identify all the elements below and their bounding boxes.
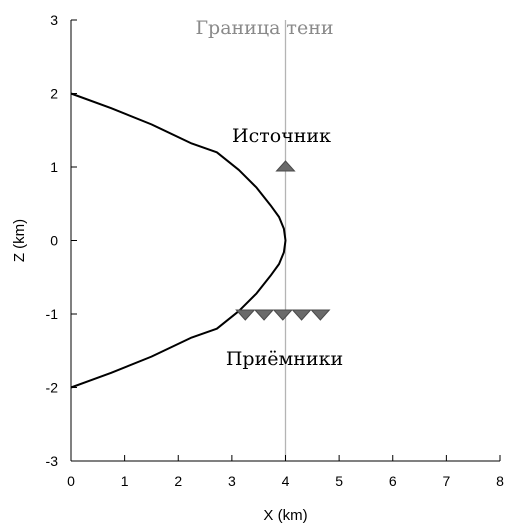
receiver-marker <box>235 309 256 321</box>
axes: 0 1 2 3 4 5 6 7 8 -3 -2 -1 0 1 2 3 <box>46 12 505 489</box>
receivers-group <box>235 309 331 321</box>
y-tick-label: -2 <box>46 380 59 396</box>
receiver-marker <box>291 309 312 321</box>
x-tick-label: 3 <box>228 473 236 489</box>
boundary-curve <box>70 92 287 389</box>
source-label: Источник <box>232 125 331 147</box>
receiver-marker <box>272 309 293 321</box>
x-tick-label: 1 <box>121 473 129 489</box>
x-tick-label: 2 <box>174 473 182 489</box>
y-axis-title: Z (km) <box>11 219 28 262</box>
y-tick-label: 1 <box>50 159 58 175</box>
x-axis-title: X (km) <box>263 507 307 524</box>
plot-area <box>70 20 331 461</box>
x-tick-label: 8 <box>496 473 504 489</box>
receivers-label: Приёмники <box>226 348 343 370</box>
receiver-marker <box>310 309 331 321</box>
x-tick-label: 6 <box>389 473 397 489</box>
y-tick-label: -1 <box>46 306 59 322</box>
y-tick-label: 3 <box>50 12 58 28</box>
shadow-boundary-label: Граница тени <box>195 17 333 39</box>
y-tick-label: 0 <box>50 233 58 249</box>
y-tick-label: -3 <box>46 453 59 469</box>
y-tick-label: 2 <box>50 86 58 102</box>
x-ticks: 0 1 2 3 4 5 6 7 8 <box>67 455 504 489</box>
x-tick-label: 4 <box>282 473 290 489</box>
x-tick-label: 5 <box>335 473 343 489</box>
x-tick-label: 0 <box>67 473 75 489</box>
x-tick-label: 7 <box>442 473 450 489</box>
y-ticks: -3 -2 -1 0 1 2 3 <box>46 12 77 469</box>
receiver-marker <box>253 309 275 321</box>
source-marker <box>275 160 296 172</box>
